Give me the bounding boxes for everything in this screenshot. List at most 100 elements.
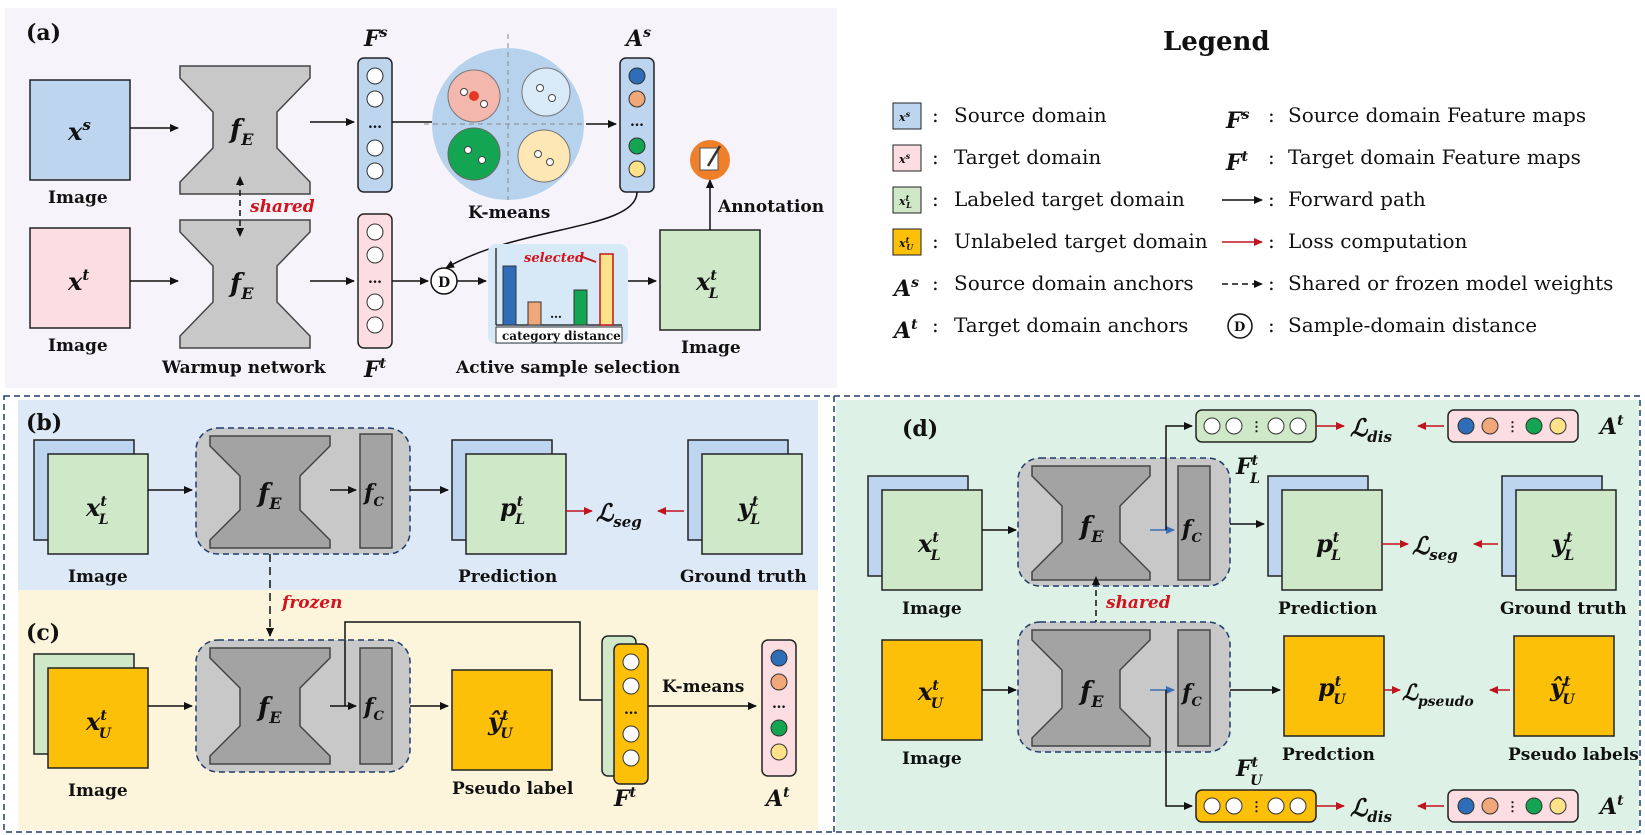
d-pseudo-loss: ℒpseudo [1402, 680, 1474, 710]
d-seg-loss: ℒseg [1412, 531, 1458, 564]
legend-colon: : [932, 229, 939, 253]
d-top-At-anchor [1525, 417, 1543, 435]
cluster-green [447, 127, 501, 181]
b-prediction-caption: Prediction [458, 567, 557, 587]
d-top-At-anchor [1549, 417, 1567, 435]
d-FU-node [1289, 797, 1307, 815]
d-pseudo-labels-box [1513, 635, 1615, 737]
legend-distance-symbol [1227, 313, 1253, 339]
panel-b-background [18, 400, 818, 590]
legend-At-symbol: At [892, 317, 918, 344]
c-Ft-node [622, 653, 640, 671]
c-image-front [47, 667, 149, 769]
legend-text-sample-domain-distance: Sample-domain distance [1288, 313, 1537, 337]
cluster-yellow [517, 129, 571, 183]
d-bottom-feature-branch [1165, 690, 1193, 810]
cluster-point [548, 94, 556, 102]
b-ground-truth-caption: Ground truth [680, 567, 807, 587]
anchor-blue [628, 67, 646, 85]
distance-operator-label: D [438, 275, 450, 291]
d-shared-label: shared [1105, 593, 1171, 613]
b-classifier-shape [359, 433, 393, 549]
cluster-blue [521, 67, 571, 117]
legend-colon: : [932, 187, 939, 211]
legend-colon: : [932, 103, 939, 127]
c-At-label: At [764, 785, 790, 812]
active-selection-box [488, 244, 628, 344]
As-ellipsis: … [630, 114, 644, 130]
cluster-point [546, 158, 554, 166]
d-top-At-ellipsis: ⋮ [1506, 420, 1519, 435]
distance-bar [502, 265, 517, 326]
Ft-node [366, 293, 384, 311]
b-image-front [47, 453, 149, 555]
category-distance-box [495, 326, 623, 344]
c-At-column [761, 639, 797, 777]
anchor-green [628, 137, 646, 155]
c-image-caption: Image [68, 781, 128, 801]
cluster-point [536, 84, 544, 92]
legend-labeled-swatch [892, 186, 922, 214]
d-FU-node [1203, 797, 1221, 815]
d-top-prediction-front [1281, 489, 1383, 591]
d-image-top-front [881, 489, 983, 591]
legend-text-forward-path: Forward path [1288, 187, 1426, 211]
target-image-caption: Image [48, 336, 108, 356]
Ft-node [366, 316, 384, 334]
bar-ellipsis: … [550, 307, 562, 321]
legend-text-labeled-target: Labeled target domain [954, 187, 1185, 211]
distance-bar [527, 301, 542, 326]
Fs-node [366, 90, 384, 108]
d-pseudo-labels-caption: Pseudo labels [1508, 745, 1639, 765]
d-FL-node [1289, 417, 1307, 435]
legend-colon: : [1268, 229, 1275, 253]
d-bottom-dis-loss: ℒdis [1350, 793, 1392, 826]
d-FU-node [1267, 797, 1285, 815]
legend-text-source-anchors: Source domain anchors [954, 271, 1194, 295]
d-FL-node [1225, 417, 1243, 435]
legend-colon: : [932, 145, 939, 169]
d-bottom-encoder-shape [1031, 629, 1151, 747]
distance-bar-selected [599, 253, 614, 326]
panel-c-label: (c) [26, 620, 60, 646]
legend-unlabeled-swatch [892, 228, 922, 256]
d-FL-node [1267, 417, 1285, 435]
cluster-point [534, 150, 542, 158]
legend-text-unlabeled-target: Unlabeled target domain [954, 229, 1208, 253]
target-image-box [29, 227, 131, 329]
Fs-label: Fs [363, 25, 388, 52]
panel-a-label: (a) [26, 20, 61, 46]
c-encoder-label: fE [256, 693, 282, 727]
d-bottom-prediction-caption: Predction [1282, 745, 1375, 765]
labeled-image-caption: Image [681, 338, 741, 358]
Fs-ellipsis: … [368, 116, 382, 132]
legend-text-loss-computation: Loss computation [1288, 229, 1468, 253]
source-image-caption: Image [48, 188, 108, 208]
annotation-label: Annotation [717, 197, 824, 217]
legend-text-shared-weights: Shared or frozen model weights [1288, 271, 1613, 295]
c-feature-branch-path [344, 621, 611, 706]
d-top-encoder-shape [1031, 465, 1151, 581]
target-image-symbol: xt [67, 266, 89, 296]
legend-colon: : [1268, 145, 1275, 169]
legend-distance-symbol-label: D [1234, 320, 1245, 335]
selected-pointer [579, 255, 597, 263]
c-Ft-column-front [613, 643, 649, 785]
legend-title: Legend [1163, 27, 1270, 57]
legend-source-swatch [892, 102, 922, 130]
legend-colon: : [1268, 187, 1275, 211]
shared-label: shared [249, 197, 315, 217]
d-top-At-row [1447, 409, 1579, 443]
legend-colon: : [932, 271, 939, 295]
legend-colon: : [932, 313, 939, 337]
d-FL-node [1203, 417, 1221, 435]
encoder-top-label: fE [228, 115, 254, 149]
frozen-label: frozen [281, 593, 342, 613]
